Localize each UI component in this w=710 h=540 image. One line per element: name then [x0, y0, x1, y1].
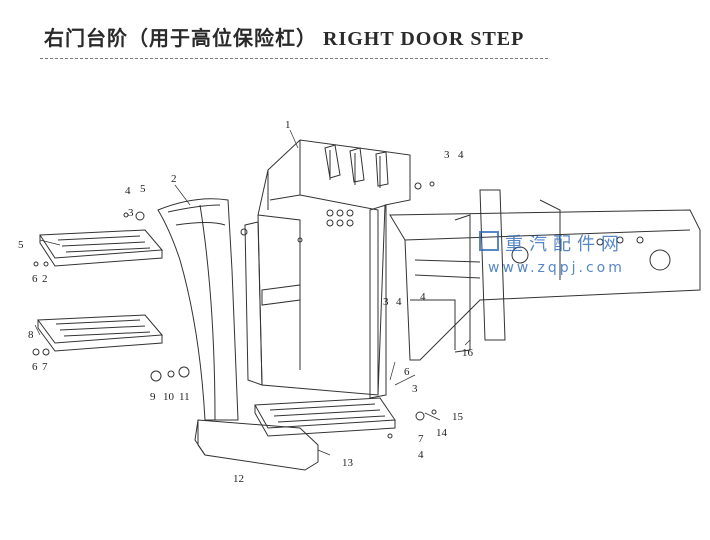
callout-3: 3: [383, 296, 389, 308]
callout-4: 4: [396, 296, 402, 308]
callout-4: 4: [458, 149, 464, 161]
callout-labels: 1 2 3 4 3 4 3 4 5 5 6 2 6 7 8 9 10 11 12…: [18, 119, 474, 485]
main-bracket: [244, 139, 411, 399]
callout-4: 4: [418, 449, 424, 461]
callout-12: 12: [233, 473, 244, 485]
fasteners: [32, 181, 437, 439]
callout-16: 16: [462, 347, 474, 359]
callout-4: 4: [420, 291, 426, 303]
callout-11: 11: [179, 391, 190, 403]
leader-lines: [34, 129, 471, 456]
watermark-box-icon: [479, 231, 499, 251]
callout-7: 7: [42, 361, 48, 373]
upper-step-tread: [39, 229, 164, 267]
callout-5: 5: [140, 183, 146, 195]
bottom-trim: [194, 419, 319, 471]
callout-6: 6: [32, 361, 38, 373]
callout-3: 3: [444, 149, 450, 161]
callout-8: 8: [28, 329, 34, 341]
lower-step-tread: [37, 314, 164, 352]
callout-9: 9: [150, 391, 156, 403]
callout-7: 7: [418, 433, 424, 445]
callout-5: 5: [18, 239, 24, 251]
title-rule: [40, 58, 548, 59]
callout-15: 15: [452, 411, 464, 423]
watermark-chinese: 重汽配件网: [505, 234, 625, 255]
diagram-title: 右门台阶（用于高位保险杠） RIGHT DOOR STEP: [44, 28, 525, 50]
callout-2: 2: [171, 173, 177, 185]
callout-6: 6: [404, 366, 410, 378]
watermark-url: www.zqpj.com: [488, 260, 625, 276]
callout-13: 13: [342, 457, 354, 469]
callout-6: 6: [32, 273, 38, 285]
callout-1: 1: [285, 119, 291, 131]
callout-10: 10: [163, 391, 175, 403]
callout-3: 3: [128, 207, 134, 219]
callout-14: 14: [436, 427, 448, 439]
watermark: 重汽配件网 www.zqpj.com: [479, 231, 625, 276]
callout-2: 2: [42, 273, 48, 285]
frame-rail: [389, 189, 701, 361]
callout-3: 3: [412, 383, 418, 395]
bottom-step-tread: [254, 397, 396, 437]
curved-cover: [157, 198, 239, 421]
callout-4: 4: [125, 185, 131, 197]
